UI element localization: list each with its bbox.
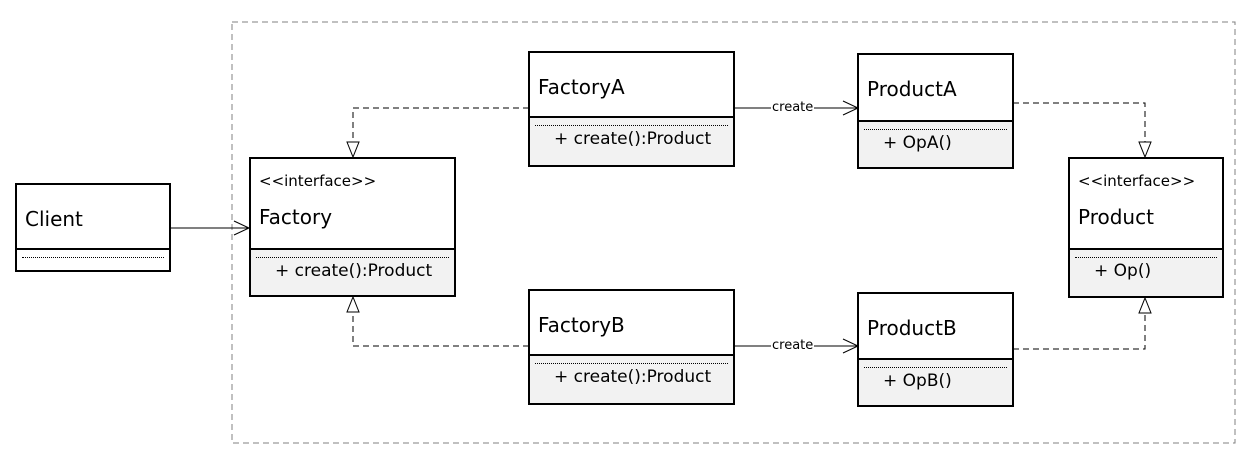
- package-boundary: [231, 21, 1236, 444]
- class-body: + create():Product: [530, 116, 733, 165]
- edge-label-create-a: create: [771, 100, 815, 115]
- class-body: + OpA(): [859, 120, 1012, 167]
- class-factoryB[interactable]: FactoryB + create():Product: [528, 289, 735, 405]
- divider: [22, 257, 164, 258]
- productB-realization: [1013, 296, 1152, 350]
- class-client[interactable]: Client: [15, 183, 171, 272]
- class-factoryA[interactable]: FactoryA + create():Product: [528, 51, 735, 167]
- class-body: + OpB(): [859, 358, 1012, 405]
- divider: [864, 367, 1007, 368]
- operation: + create():Product: [275, 261, 433, 281]
- class-body: [17, 248, 169, 270]
- class-name: Client: [25, 207, 83, 231]
- class-name: Product: [1078, 205, 1154, 229]
- divider: [535, 125, 728, 126]
- divider: [864, 129, 1007, 130]
- class-productB[interactable]: ProductB + OpB(): [857, 292, 1014, 407]
- class-body: + create():Product: [530, 354, 733, 403]
- stereotype-label: <<interface>>: [1078, 172, 1196, 190]
- operation: + Op(): [1094, 261, 1152, 281]
- class-name: FactoryB: [538, 313, 625, 337]
- factoryA-realization: [346, 107, 529, 159]
- client-factory-association: [170, 220, 251, 236]
- operation: + OpA(): [883, 133, 952, 153]
- class-body: + Op(): [1070, 248, 1222, 296]
- factoryB-realization: [346, 295, 529, 347]
- operation: + create():Product: [554, 129, 712, 149]
- edge-label-create-b: create: [771, 338, 815, 353]
- class-body: + create():Product: [251, 248, 454, 295]
- interface-product[interactable]: <<interface>> Product + Op(): [1068, 157, 1224, 298]
- class-name: FactoryA: [538, 75, 625, 99]
- interface-factory[interactable]: <<interface>> Factory + create():Product: [249, 157, 456, 297]
- divider: [535, 363, 728, 364]
- divider: [1075, 257, 1217, 258]
- stereotype-label: <<interface>>: [259, 172, 377, 190]
- productA-realization: [1013, 102, 1152, 159]
- divider: [256, 257, 449, 258]
- class-name: ProductB: [867, 316, 957, 340]
- class-productA[interactable]: ProductA + OpA(): [857, 53, 1014, 169]
- operation: + create():Product: [554, 367, 712, 387]
- operation: + OpB(): [883, 371, 952, 391]
- class-name: Factory: [259, 205, 333, 229]
- class-name: ProductA: [867, 77, 957, 101]
